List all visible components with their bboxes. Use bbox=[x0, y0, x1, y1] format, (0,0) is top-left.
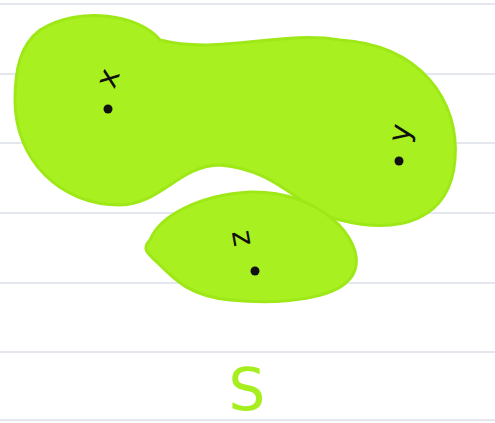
point-dot bbox=[104, 105, 113, 114]
set-name: S bbox=[229, 361, 266, 419]
point-dot bbox=[395, 157, 404, 166]
point-dot bbox=[251, 267, 260, 276]
ruled-line bbox=[0, 3, 495, 4]
blob-outline bbox=[146, 192, 357, 302]
blob-shape bbox=[140, 188, 368, 308]
ruled-line bbox=[0, 419, 495, 420]
ruled-line bbox=[0, 351, 495, 352]
set-region: z bbox=[140, 188, 368, 308]
